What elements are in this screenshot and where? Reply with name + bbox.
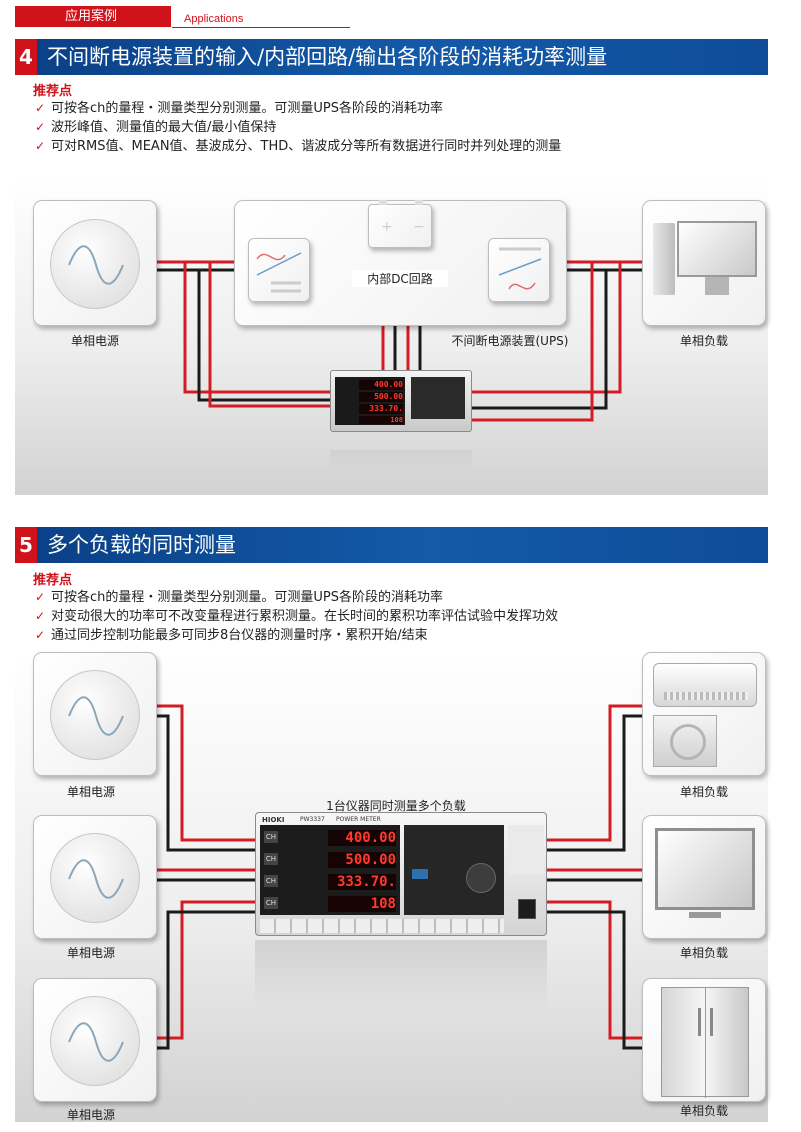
single-phase-source [33, 652, 157, 776]
meter-model: PW3337 [300, 816, 325, 823]
single-phase-source [33, 978, 157, 1102]
list-item: ✓可按各ch的量程・测量类型分别测量。可测量UPS各阶段的消耗功率 [35, 101, 443, 116]
pc-tower-icon [653, 223, 675, 295]
source-label: 单相电源 [66, 1108, 115, 1122]
battery-icon: + − [368, 200, 432, 248]
control-panel [404, 825, 504, 915]
ac-source-icon [50, 670, 140, 760]
list-item: ✓可对RMS值、MEAN值、基波成分、THD、谐波成分等所有数据进行同时并列处理… [35, 139, 562, 154]
section-number: 4 [15, 39, 37, 75]
section-number: 5 [15, 527, 37, 563]
power-meter: HIOKI PW3337 POWER METER CH CH CH CH 400… [255, 812, 547, 936]
meter-name: POWER METER [336, 816, 381, 823]
ac-source-icon [50, 833, 140, 923]
refrigerator-icon [661, 987, 749, 1098]
check-icon: ✓ [35, 139, 46, 153]
category-tag: 应用案例 [15, 6, 171, 27]
load-label: 单相负载 [679, 785, 728, 799]
list-item: ✓可按各ch的量程・测量类型分别测量。可测量UPS各阶段的消耗功率 [35, 590, 443, 605]
meter-reflection [330, 450, 472, 472]
category-tag-en: Applications [184, 13, 244, 25]
power-meter: 400.00 500.00 333.70. 108 [330, 370, 472, 432]
outdoor-unit-icon [653, 715, 717, 767]
reading-2: 500.00 [328, 852, 396, 868]
list-item: ✓通过同步控制功能最多可同步8台仪器的测量时序・累积开始/结束 [35, 628, 428, 643]
check-icon: ✓ [35, 590, 46, 604]
single-phase-load [642, 200, 766, 326]
ac-source-icon [50, 996, 140, 1086]
load-label: 单相负载 [679, 1104, 728, 1118]
load-label: 单相负载 [679, 334, 728, 348]
ac-dc-converter [248, 238, 310, 302]
television-icon [655, 828, 755, 910]
single-phase-source [33, 815, 157, 939]
dc-ac-inverter [488, 238, 550, 302]
monitor-icon [677, 221, 757, 277]
list-item: ✓波形峰值、测量值的最大值/最小值保持 [35, 120, 277, 135]
key-points-list: ✓可按各ch的量程・测量类型分别测量。可测量UPS各阶段的消耗功率 ✓对变动很大… [33, 588, 558, 645]
source-label: 单相电源 [66, 946, 115, 960]
key-points-label: 推荐点 [33, 84, 73, 99]
list-item: ✓对变动很大的功率可不改变量程进行累积测量。在长时间的累积功率评估试验中发挥功效 [35, 609, 559, 624]
single-phase-load [642, 815, 766, 939]
reading-3: 333.70. [328, 874, 396, 890]
source-label: 单相电源 [70, 334, 119, 348]
meter-caption: 1台仪器同时测量多个负载 [326, 799, 466, 813]
source-label: 单相电源 [66, 785, 115, 799]
ac-source-icon [50, 219, 140, 309]
section-title: 多个负载的同时测量 [47, 533, 236, 557]
key-points-label: 推荐点 [33, 573, 73, 588]
power-switch [518, 899, 536, 919]
single-phase-load [642, 978, 766, 1102]
section-5-title-bar: 5 多个负载的同时测量 [15, 527, 768, 563]
internal-dc-label: 内部DC回路 [352, 270, 448, 287]
reading-1: 400.00 [328, 830, 396, 846]
reading-4: 108 [328, 896, 396, 912]
single-phase-source [33, 200, 157, 326]
meter-brand: HIOKI [262, 816, 285, 824]
check-icon: ✓ [35, 101, 46, 115]
check-icon: ✓ [35, 628, 46, 642]
dpad-button [466, 863, 496, 893]
meter-reflection [255, 940, 547, 1010]
section-4-title-bar: 4 不间断电源装置的输入/内部回路/输出各阶段的消耗功率测量 [15, 39, 768, 75]
single-phase-load [642, 652, 766, 776]
range-keys [260, 919, 504, 933]
ups-label: 不间断电源装置(UPS) [451, 334, 569, 348]
check-icon: ✓ [35, 609, 46, 623]
check-icon: ✓ [35, 120, 46, 134]
load-label: 单相负载 [679, 946, 728, 960]
key-points-list: ✓可按各ch的量程・测量类型分别测量。可测量UPS各阶段的消耗功率 ✓波形峰值、… [33, 99, 561, 156]
tag-underline [172, 27, 350, 28]
air-conditioner-icon [653, 663, 757, 707]
section-title: 不间断电源装置的输入/内部回路/输出各阶段的消耗功率测量 [47, 45, 608, 69]
